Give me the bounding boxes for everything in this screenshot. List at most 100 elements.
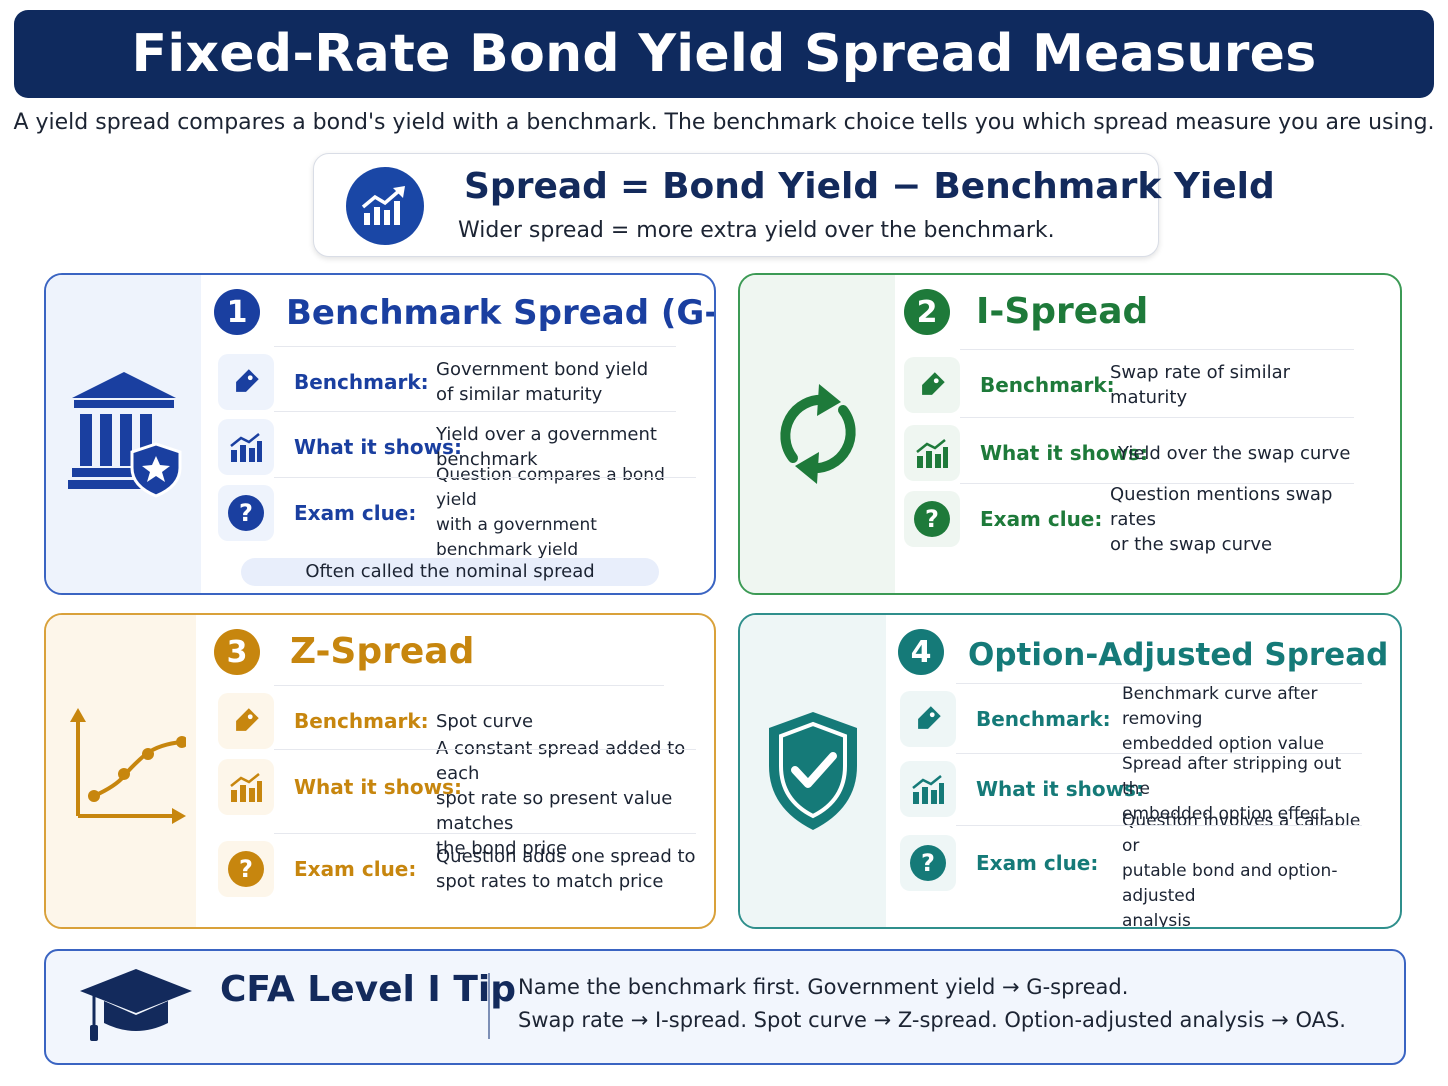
government-building-icon bbox=[67, 372, 181, 498]
svg-text:?: ? bbox=[921, 849, 935, 877]
bar-chart-icon bbox=[904, 425, 960, 481]
benchmark-label: Benchmark: bbox=[294, 370, 429, 394]
card-number-badge: 1 bbox=[214, 289, 260, 335]
tip-line-1: Name the benchmark first. Government yie… bbox=[518, 975, 1129, 999]
row-what-it-shows: What it shows: Yield over the swap curve bbox=[904, 417, 1354, 483]
graduation-cap-icon bbox=[76, 965, 196, 1051]
card-z-spread: 3 Z-Spread Benchmark: Spot curve What it… bbox=[44, 613, 716, 929]
benchmark-label: Benchmark: bbox=[294, 709, 429, 733]
row-benchmark: Benchmark: Benchmark curve after removin… bbox=[900, 683, 1362, 754]
tag-icon bbox=[218, 354, 274, 410]
card-side-panel bbox=[46, 275, 201, 593]
formula-note: Wider spread = more extra yield over the… bbox=[458, 218, 1055, 243]
bar-chart-icon bbox=[218, 759, 274, 815]
value-line: of similar maturity bbox=[436, 384, 603, 405]
formula-op-minus: − bbox=[891, 166, 922, 207]
what-it-shows-label: What it shows: bbox=[976, 777, 1144, 801]
value-line: Benchmark curve after removing bbox=[1122, 683, 1318, 729]
tag-icon bbox=[904, 357, 960, 413]
bar-chart-icon bbox=[900, 761, 956, 817]
card-number-badge: 3 bbox=[214, 629, 260, 675]
value-line: Spread after stripping out the bbox=[1122, 753, 1342, 799]
benchmark-label: Benchmark: bbox=[980, 373, 1115, 397]
formula-term-benchmark-yield: Benchmark Yield bbox=[933, 166, 1275, 207]
card-number-badge: 2 bbox=[904, 289, 950, 335]
row-benchmark: Benchmark: Government bond yield of simil… bbox=[218, 346, 676, 412]
swap-arrows-icon bbox=[779, 384, 856, 484]
row-exam-clue: ? Exam clue: Question adds one spread to… bbox=[218, 833, 696, 899]
value-line: Question involves a callable or bbox=[1122, 810, 1361, 856]
value-line: A constant spread added to each bbox=[436, 737, 686, 784]
benchmark-value: Swap rate of similar maturity bbox=[1110, 355, 1354, 415]
row-benchmark: Benchmark: Spot curve bbox=[218, 685, 664, 751]
formula-term-spread: Spread bbox=[464, 166, 608, 207]
row-divider bbox=[956, 753, 1362, 754]
row-divider bbox=[274, 749, 696, 750]
svg-text:?: ? bbox=[239, 499, 253, 527]
trend-up-chart-icon bbox=[346, 167, 424, 245]
exam-clue-value: Question compares a bond yield with a gov… bbox=[436, 465, 698, 560]
benchmark-label: Benchmark: bbox=[976, 707, 1111, 731]
row-exam-clue: ? Exam clue: Question compares a bond yi… bbox=[218, 465, 698, 560]
value-line: with a government benchmark yield bbox=[436, 515, 597, 560]
value-line: embedded option value bbox=[1122, 733, 1325, 754]
card-title: I-Spread bbox=[976, 291, 1149, 332]
formula-op-equals: = bbox=[619, 166, 651, 207]
what-it-shows-value: Yield over the swap curve bbox=[1118, 423, 1354, 483]
value-line: analysis bbox=[1122, 910, 1191, 929]
value-line: Question mentions swap rates bbox=[1110, 483, 1333, 530]
what-it-shows-label: What it shows: bbox=[294, 435, 462, 459]
value-line: Government bond yield bbox=[436, 359, 649, 380]
tag-icon bbox=[900, 691, 956, 747]
row-divider bbox=[960, 417, 1354, 418]
cfa-tip-box: CFA Level I Tip Name the benchmark first… bbox=[44, 949, 1406, 1065]
what-it-shows-label: What it shows: bbox=[294, 775, 462, 799]
tip-divider bbox=[488, 973, 490, 1039]
card-side-panel bbox=[740, 615, 886, 927]
value-line: or the swap curve bbox=[1110, 533, 1273, 555]
row-benchmark: Benchmark: Swap rate of similar maturity bbox=[904, 349, 1354, 415]
question-icon: ? bbox=[218, 841, 274, 897]
title-banner: Fixed-Rate Bond Yield Spread Measures bbox=[14, 10, 1434, 98]
tip-title: CFA Level I Tip bbox=[220, 969, 516, 1010]
row-what-it-shows: What it shows: A constant spread added t… bbox=[218, 738, 696, 859]
card-i-spread: 2 I-Spread Benchmark: Swap rate of simil… bbox=[738, 273, 1402, 595]
row-divider bbox=[956, 825, 1362, 826]
question-icon: ? bbox=[218, 485, 274, 541]
row-what-it-shows: What it shows: Spread after stripping ou… bbox=[900, 753, 1362, 824]
formula-term-bond-yield: Bond Yield bbox=[662, 166, 880, 207]
formula-box: Spread = Bond Yield−Benchmark Yield Wider … bbox=[313, 153, 1275, 257]
question-icon: ? bbox=[900, 835, 956, 891]
benchmark-value: Benchmark curve after removing embedded o… bbox=[1122, 684, 1372, 754]
value-line: Yield over the swap curve bbox=[1118, 442, 1351, 464]
row-divider bbox=[274, 685, 664, 686]
card-oas: 4 Option-Adjusted Spread (OAS) Benchmark… bbox=[738, 613, 1402, 929]
benchmark-value: Spot curve bbox=[436, 691, 664, 751]
page-title: Fixed-Rate Bond Yield Spread Measures bbox=[131, 24, 1317, 84]
subtitle: A yield spread compares a bond's yield w… bbox=[13, 110, 1435, 135]
tip-line-2: Swap rate → I-spread. Spot curve → Z-spr… bbox=[518, 1008, 1346, 1032]
tag-icon bbox=[218, 693, 274, 749]
formula-equation: Spread = Bond Yield−Benchmark Yield bbox=[458, 166, 1281, 207]
value-line: Yield over a government bbox=[436, 424, 657, 445]
card-title: Option-Adjusted Spread (OAS) bbox=[968, 637, 1400, 673]
value-line: Swap rate of similar maturity bbox=[1110, 362, 1291, 408]
exam-clue-value: Question mentions swap rates or the swap … bbox=[1110, 484, 1354, 555]
value-line: Question compares a bond yield bbox=[436, 465, 665, 510]
card-title: Benchmark Spread (G-Spread) bbox=[286, 293, 714, 333]
benchmark-value: Government bond yield of similar maturity bbox=[436, 352, 676, 412]
shield-check-icon bbox=[769, 712, 857, 830]
row-divider bbox=[960, 483, 1354, 484]
question-icon: ? bbox=[904, 491, 960, 547]
nominal-spread-note: Often called the nominal spread bbox=[241, 558, 659, 586]
row-exam-clue: ? Exam clue: Question mentions swap rate… bbox=[904, 483, 1354, 555]
row-divider bbox=[274, 833, 696, 834]
svg-text:?: ? bbox=[239, 855, 253, 883]
card-title: Z-Spread bbox=[290, 631, 475, 672]
exam-clue-label: Exam clue: bbox=[294, 501, 417, 525]
row-divider bbox=[274, 346, 676, 347]
